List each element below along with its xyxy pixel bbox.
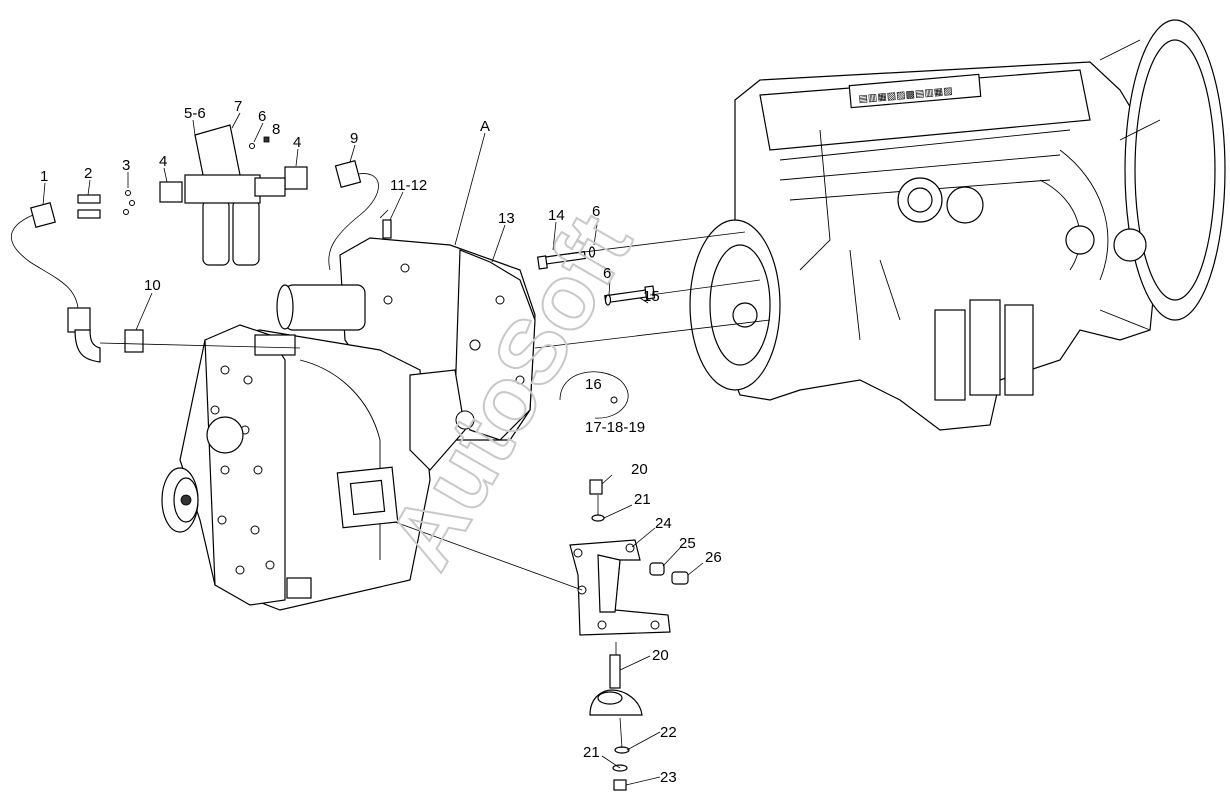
callout-5-6: 5-6 [184,105,206,122]
callout-6: 6 [592,203,600,220]
hose-line [328,173,379,271]
callout-11-12: 11-12 [390,177,427,194]
transmission-assembly [161,284,475,611]
callout-20: 20 [631,461,648,478]
callout-4: 4 [159,153,167,170]
callout-6: 6 [258,108,266,125]
callout-leaders [42,112,704,786]
callout-26: 26 [705,549,722,566]
callout-25: 25 [679,535,696,552]
callout-13: 13 [498,210,515,227]
hose-line [10,214,79,309]
callout-15: 15 [643,288,660,305]
callout-7: 7 [234,98,242,115]
callout-1: 1 [40,168,48,185]
callout-23: 23 [660,769,677,786]
callout-8: 8 [272,121,280,138]
engine-assembly: ▤▥▦▧▨▩▤▥▦▧ [689,19,1226,431]
callout-6: 6 [603,265,611,282]
callout-9: 9 [350,130,358,147]
filter-assembly [159,124,308,266]
callout-22: 22 [660,724,677,741]
callout-20: 20 [652,647,669,664]
callout-16: 16 [585,376,602,393]
callout-A: A [480,118,490,135]
mounting-bracket [536,246,689,791]
callout-14: 14 [548,207,565,224]
callout-labels: 1 2 3 4 5-6 7 6 8 4 9 10 11-12 A 13 14 6… [40,98,722,786]
callout-4: 4 [293,134,301,151]
callout-24: 24 [655,515,672,532]
callout-10: 10 [144,277,161,294]
callout-21: 21 [583,744,600,761]
assembly-lines [99,209,771,749]
callout-21: 21 [634,491,651,508]
callout-17-18-19: 17-18-19 [585,419,645,436]
callout-2: 2 [84,165,92,182]
fittings [30,136,362,363]
callout-3: 3 [122,157,130,174]
